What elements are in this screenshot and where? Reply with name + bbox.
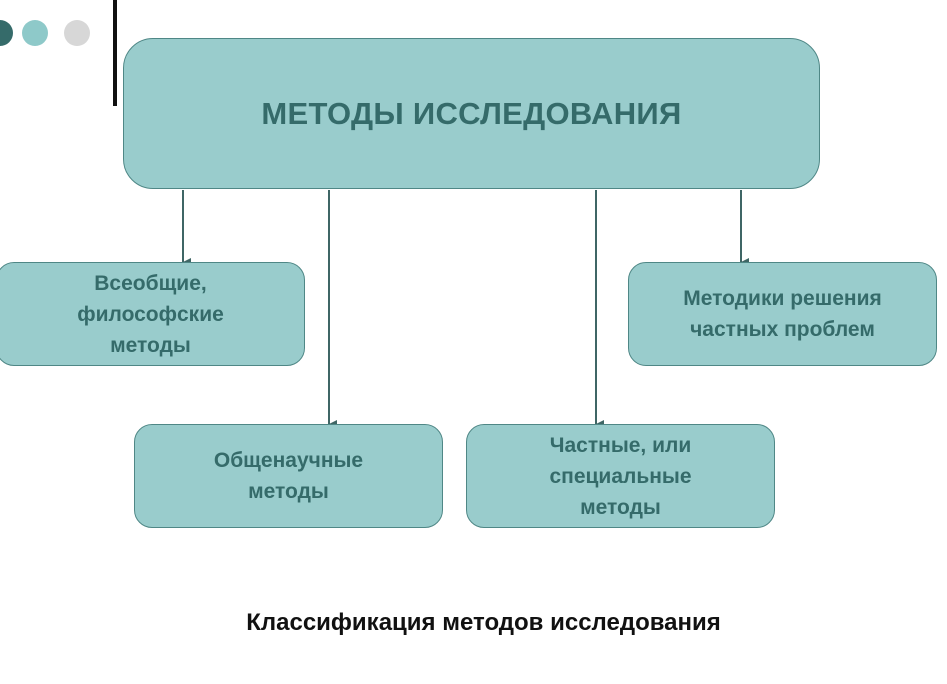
node-general-scientific-methods: Общенаучные методы (134, 424, 443, 528)
node-general-philosophical-methods: Всеобщие, философские методы (0, 262, 305, 366)
slide-dot-gray (64, 20, 90, 46)
slide-divider-bar (113, 0, 117, 106)
slide-dot-dark (0, 20, 13, 46)
root-node-research-methods: МЕТОДЫ ИССЛЕДОВАНИЯ (123, 38, 820, 189)
diagram-caption: Классификация методов исследования (246, 609, 721, 636)
node-special-methods: Частные, или специальные методы (466, 424, 775, 528)
slide-dot-teal (22, 20, 48, 46)
node-particular-problem-methods: Методики решения частных проблем (628, 262, 937, 366)
